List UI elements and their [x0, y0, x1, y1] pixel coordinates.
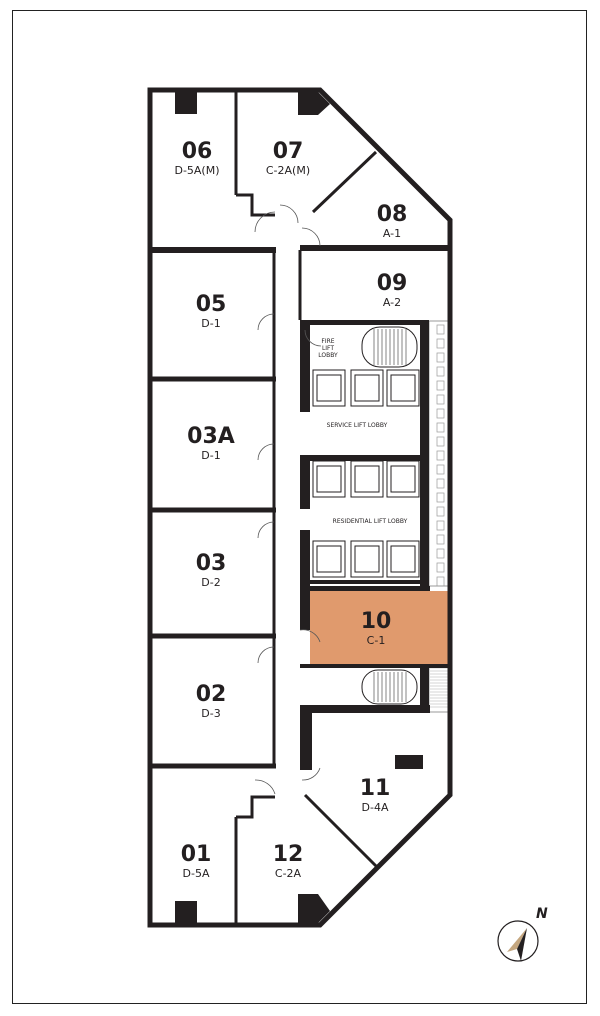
window-mullion	[436, 562, 445, 573]
lifts	[312, 369, 420, 578]
window-mullion	[436, 422, 445, 433]
window-mullion	[436, 324, 445, 335]
unit-06[interactable]: 06D-5A(M)	[174, 139, 219, 177]
window-mullion	[436, 506, 445, 517]
unit-number: 08	[377, 202, 408, 227]
window-mullion	[436, 548, 445, 559]
unit-12[interactable]: 12C-2A	[273, 842, 304, 880]
unit-10-highlight[interactable]	[310, 591, 449, 664]
unit-09[interactable]: 09A-2	[377, 271, 408, 309]
window-mullion	[436, 450, 445, 461]
lift-car-inner	[390, 545, 416, 573]
lift-car-inner	[316, 465, 342, 493]
unit-type: D-5A	[183, 867, 210, 880]
window-mullion	[436, 352, 445, 363]
unit-type: C-2A(M)	[266, 164, 310, 177]
lift-car-inner	[316, 545, 342, 573]
unit-type: C-2A	[275, 867, 302, 880]
lift-car-inner	[316, 374, 342, 402]
unit-05[interactable]: 05D-1	[196, 292, 227, 330]
window-mullion	[436, 338, 445, 349]
unit-number: 03A	[187, 424, 235, 449]
doors	[254, 204, 322, 795]
plan-frame	[12, 10, 587, 1004]
unit-type: A-2	[383, 296, 401, 309]
unit-number: 06	[182, 139, 213, 164]
unit-02[interactable]: 02D-3	[196, 682, 227, 720]
stair-north	[361, 326, 418, 368]
unit-number: 05	[196, 292, 227, 317]
unit-number: 09	[377, 271, 408, 296]
lift-car-inner	[354, 374, 380, 402]
unit-type: D-1	[201, 449, 220, 462]
unit-number: 07	[273, 139, 304, 164]
unit-number: 02	[196, 682, 227, 707]
unit-10[interactable]: 10C-1	[361, 609, 392, 647]
unit-type: D-3	[201, 707, 220, 720]
window-mullion	[436, 520, 445, 531]
window-strip	[428, 320, 452, 713]
compass-north-label: N	[536, 906, 548, 922]
lift-car-inner	[390, 374, 416, 402]
unit-number: 10	[361, 609, 392, 634]
lift-car-inner	[354, 545, 380, 573]
window-mullion	[436, 492, 445, 503]
window-mullion	[436, 408, 445, 419]
unit-01[interactable]: 01D-5A	[181, 842, 212, 880]
unit-type: D-2	[201, 576, 220, 589]
window-mullion	[436, 394, 445, 405]
service-lift-lobby-label: SERVICE LIFT LOBBY	[327, 422, 388, 429]
window-mullion	[436, 380, 445, 391]
lift-car-inner	[354, 465, 380, 493]
residential-lift-lobby-label: RESIDENTIAL LIFT LOBBY	[333, 518, 408, 525]
window-mullion	[436, 576, 445, 587]
unit-number: 01	[181, 842, 212, 867]
lift-core	[300, 320, 450, 770]
unit-type: D-5A(M)	[174, 164, 219, 177]
window-mullion	[436, 534, 445, 545]
unit-number: 03	[196, 551, 227, 576]
stair-south	[361, 669, 418, 705]
window-mullion	[436, 464, 445, 475]
lift-car-inner	[390, 465, 416, 493]
window-mullion	[436, 436, 445, 447]
unit-type: C-1	[367, 634, 386, 647]
unit-type: D-1	[201, 317, 220, 330]
walls	[147, 87, 453, 928]
unit-03[interactable]: 03D-2	[196, 551, 227, 589]
unit-type: A-1	[383, 227, 401, 240]
window-mullion	[436, 478, 445, 489]
window-mullion	[436, 366, 445, 377]
unit-number: 12	[273, 842, 304, 867]
unit-type: D-4A	[362, 801, 389, 814]
unit-number: 11	[360, 776, 391, 801]
unit-11[interactable]: 11D-4A	[360, 776, 391, 814]
unit-07[interactable]: 07C-2A(M)	[266, 139, 310, 177]
north-arrow-icon: N	[497, 906, 548, 962]
unit-08[interactable]: 08A-1	[377, 202, 408, 240]
